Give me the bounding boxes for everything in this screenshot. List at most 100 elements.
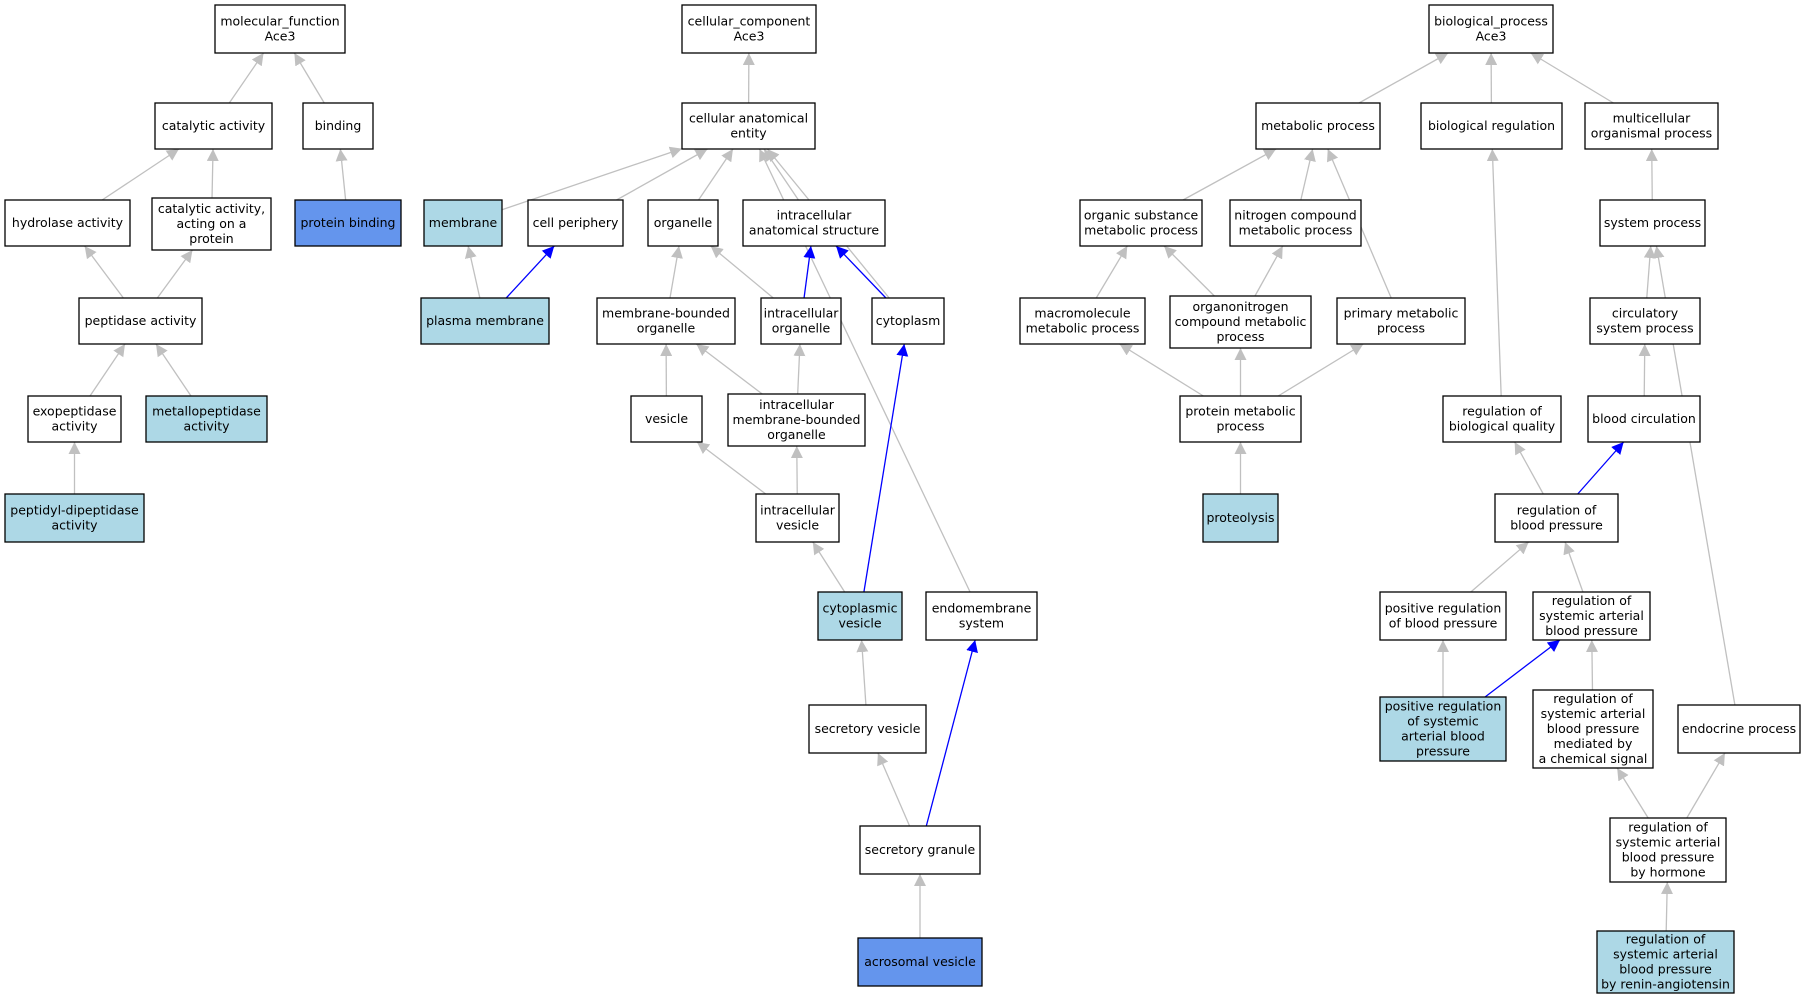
edge-protmet-to-primary	[1277, 343, 1364, 397]
node-label-line: positive regulation	[1385, 698, 1502, 713]
node-label-line: hydrolase activity	[12, 215, 124, 230]
node-label-line: systemic arterial	[1539, 608, 1644, 623]
edge-secgran-to-endomem	[925, 639, 978, 827]
edge-organelle-to-cae	[697, 148, 734, 201]
edge-line	[1643, 245, 1656, 299]
edge-line	[1638, 343, 1651, 397]
node-label-line: organismal process	[1591, 125, 1712, 140]
edge-line	[1119, 343, 1204, 397]
edge-line	[1585, 639, 1598, 691]
go-term-node-bloodcirc[interactable]: blood circulation	[1587, 395, 1701, 443]
go-term-node-organelle[interactable]: organelle	[647, 199, 719, 247]
node-box	[1202, 493, 1279, 543]
node-box	[1379, 696, 1507, 762]
node-label-line: catalytic activity,	[158, 201, 265, 216]
node-box	[1596, 930, 1735, 994]
node-label-line: organelle	[654, 215, 713, 230]
node-label-line: activity	[183, 418, 230, 433]
node-label-line: a chemical signal	[1539, 751, 1648, 766]
node-label-line: process	[1216, 418, 1264, 433]
node-box	[681, 102, 816, 150]
go-term-node-metab[interactable]: metabolic process	[1255, 102, 1381, 150]
node-box	[1428, 4, 1554, 54]
go-term-node-sysproc[interactable]: system process	[1599, 199, 1706, 247]
go-term-node-vesicle[interactable]: vesicle	[630, 395, 703, 443]
node-label-line: metallopeptidase	[152, 403, 261, 418]
go-term-node-proteolysis[interactable]: proteolysis	[1202, 493, 1279, 543]
node-label-line: exopeptidase	[33, 403, 117, 418]
edge-line	[156, 249, 193, 299]
go-term-node-binding[interactable]: binding	[302, 102, 374, 150]
edge-exopep-to-peptidase	[89, 343, 126, 397]
go-term-node-peptidase[interactable]: peptidase activity	[78, 297, 203, 345]
node-label-line: metabolic process	[1261, 118, 1375, 133]
node-label-line: cytoplasm	[876, 313, 941, 328]
edge-osmp-to-metab	[1182, 148, 1277, 201]
edge-line	[1484, 639, 1561, 698]
node-label-line: intracellular	[764, 305, 840, 320]
go-term-node-membrane[interactable]: membrane	[423, 199, 503, 247]
node-label-line: systemic arterial	[1616, 834, 1721, 849]
edge-cytoves-to-cytoplasm	[863, 343, 909, 593]
edge-line	[669, 245, 683, 299]
edge-line	[206, 148, 219, 199]
go-term-node-endocrine[interactable]: endocrine process	[1677, 704, 1801, 754]
node-box	[1494, 493, 1619, 543]
node-box	[808, 704, 927, 754]
go-term-node-bioreg[interactable]: biological regulation	[1420, 102, 1563, 150]
node-label-line: peptidase activity	[85, 313, 197, 328]
go-term-node-cytoplasm[interactable]: cytoplasm	[871, 297, 945, 345]
go-term-node-hydro[interactable]: hydrolase activity	[4, 199, 131, 247]
go-term-node-cellper[interactable]: cell periphery	[527, 199, 624, 247]
edge-line	[1358, 52, 1449, 104]
node-label-line: circulatory	[1612, 305, 1679, 320]
node-box	[1079, 199, 1203, 247]
edge-onmp-to-ncmp	[1254, 245, 1284, 297]
node-label-line: of systemic	[1407, 713, 1479, 728]
node-box	[630, 395, 703, 443]
edge-line	[1163, 245, 1215, 297]
edge-intorg-to-organelle	[710, 245, 774, 299]
go-term-node-protbind[interactable]: protein binding	[294, 199, 402, 247]
go-term-node-acrosomal[interactable]: acrosomal vesicle	[857, 937, 983, 987]
node-label-line: acting on a	[177, 216, 247, 231]
edge-regbp-to-regbioq	[1514, 441, 1544, 495]
go-term-node-secves[interactable]: secretory vesicle	[808, 704, 927, 754]
go-term-node-secgran[interactable]: secretory granule	[859, 825, 981, 875]
edge-line	[863, 343, 909, 593]
edge-line	[696, 441, 767, 495]
go-term-node-plasma[interactable]: plasma membrane	[420, 297, 550, 345]
go-term-node-catact[interactable]: catalytic activity	[154, 102, 273, 150]
